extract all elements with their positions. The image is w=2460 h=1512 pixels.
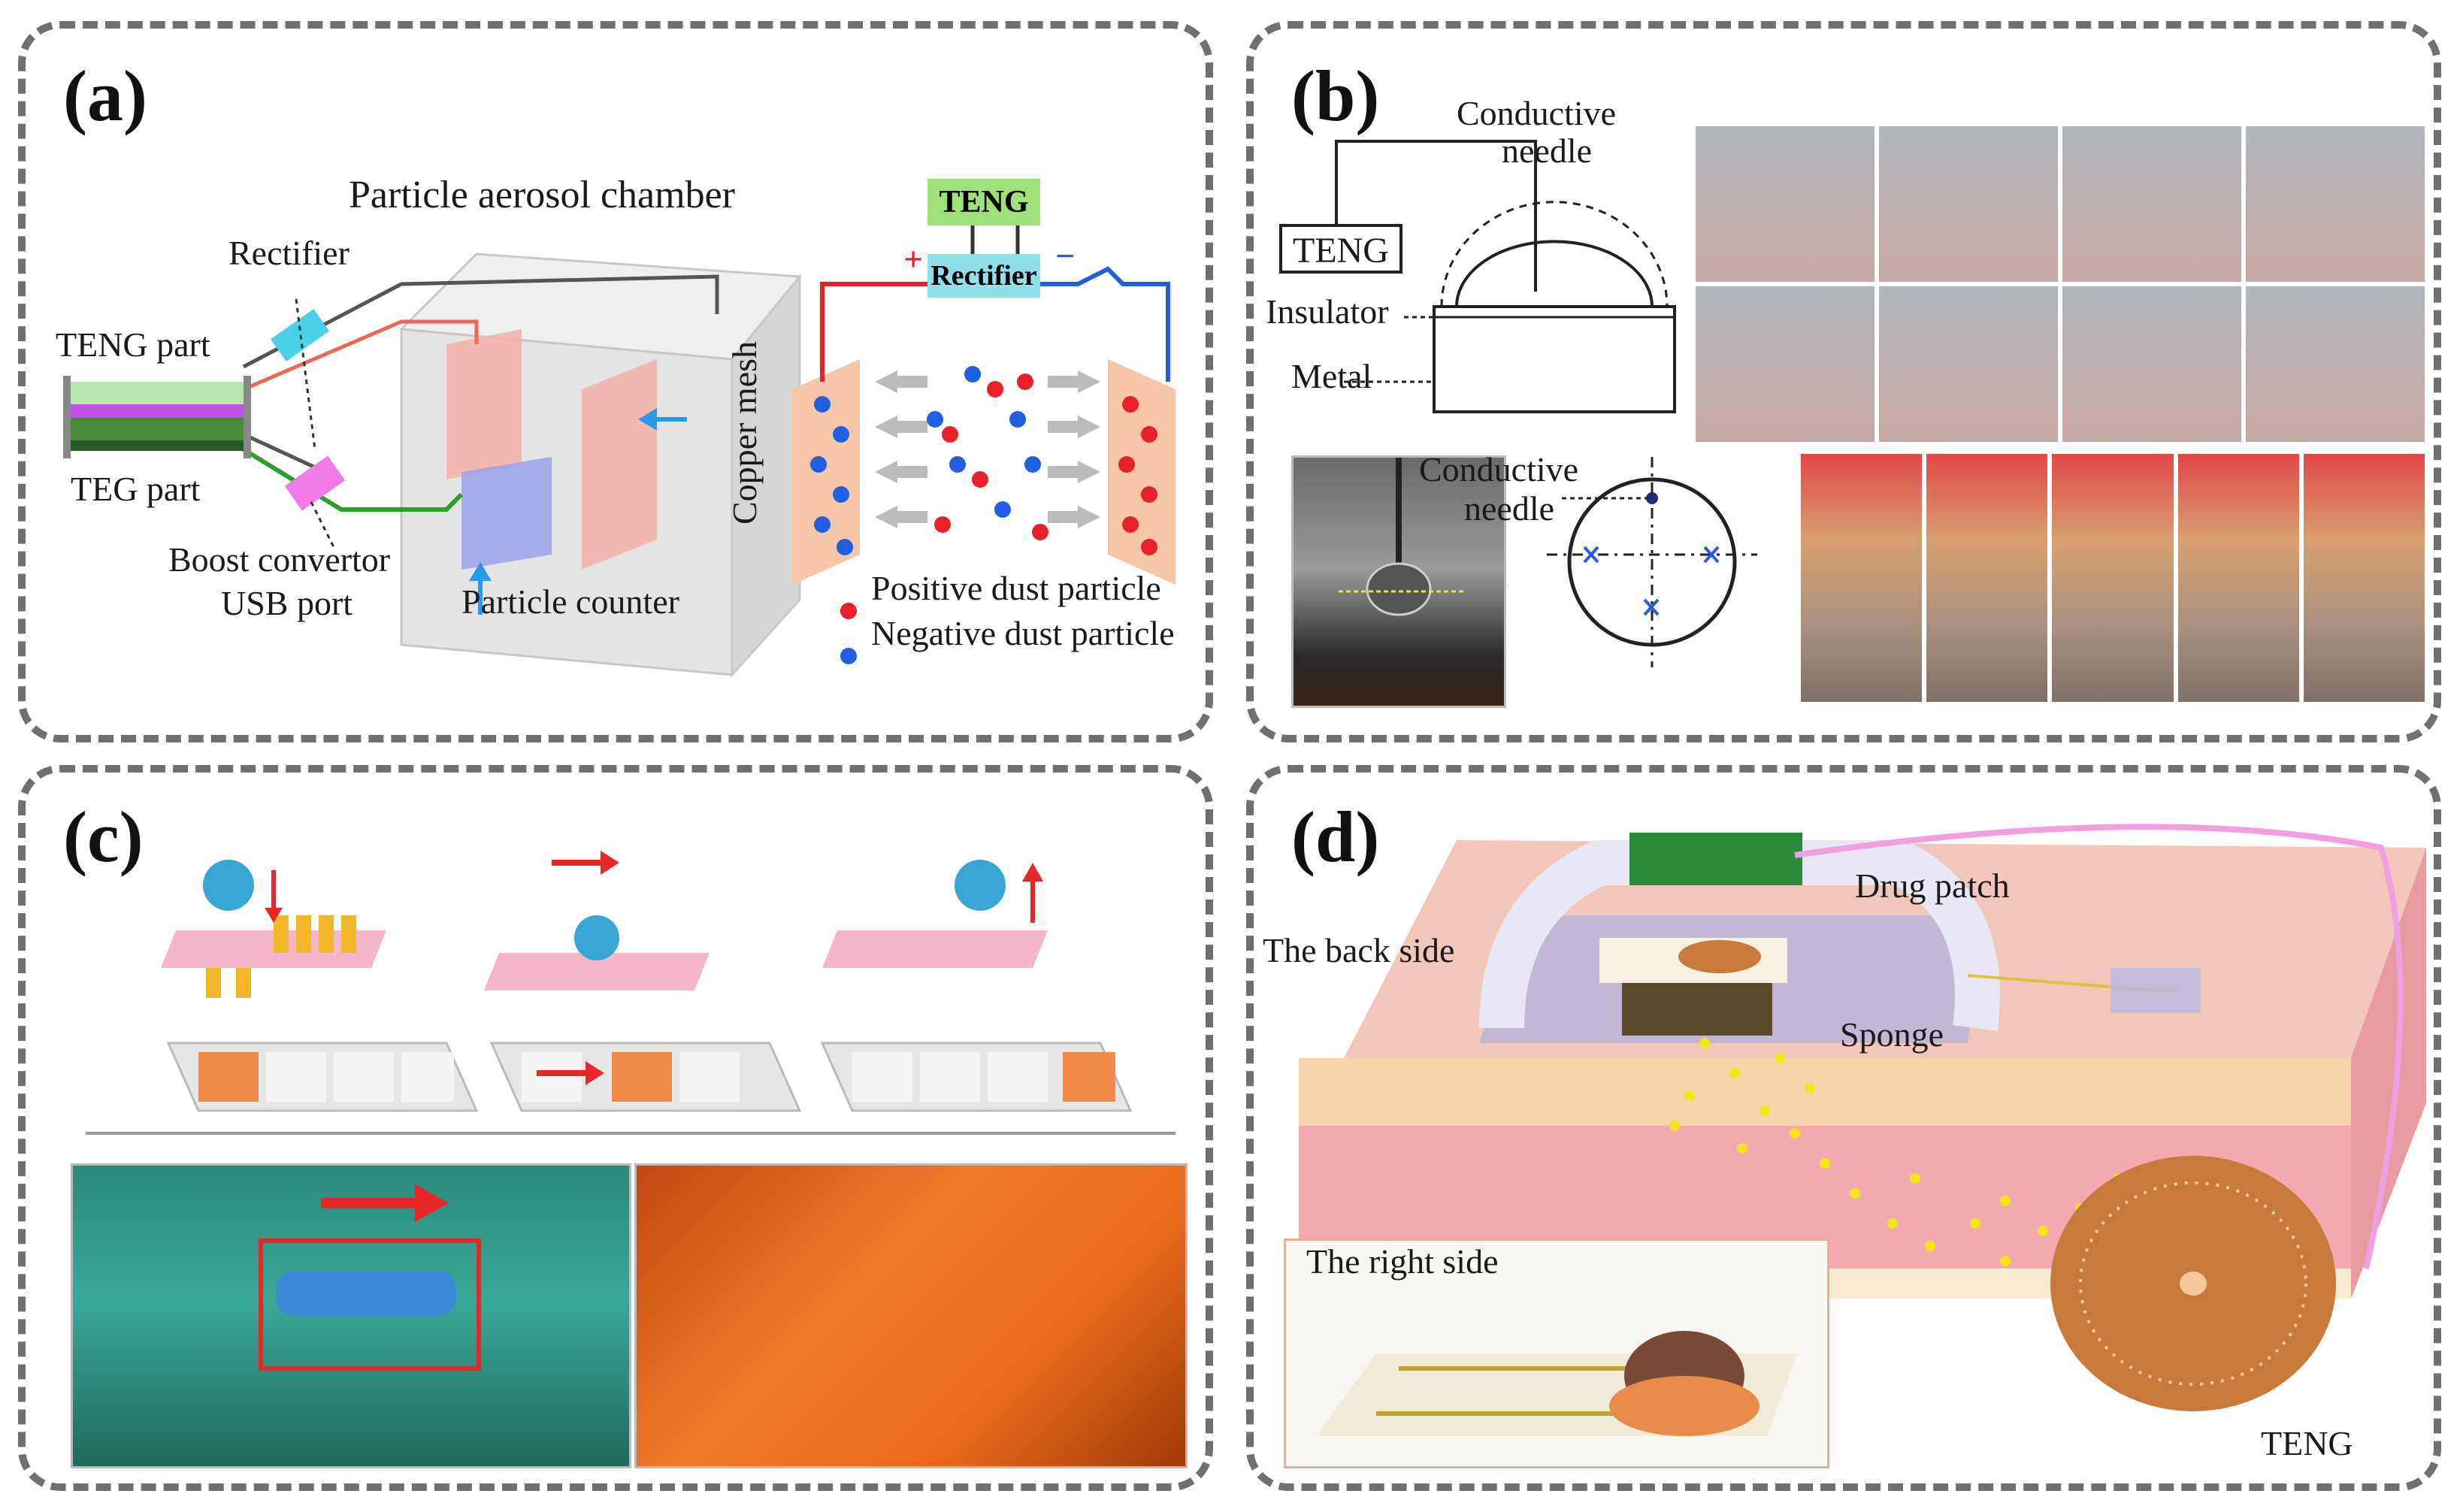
sequence-frame xyxy=(1696,126,1875,282)
sponge-label: Sponge xyxy=(1840,1015,1944,1054)
sequence-strip-bottom xyxy=(1801,454,2425,702)
boost-convertor-block xyxy=(284,455,346,511)
legend-negative: Negative dust particle xyxy=(871,614,1175,652)
copper-mesh-right xyxy=(582,359,657,570)
conductive-needle-label: Conductive xyxy=(1457,94,1617,132)
panel-a-label: (a) xyxy=(63,56,147,136)
electrode-negative xyxy=(792,359,860,585)
strip-frame xyxy=(1801,454,1923,702)
teng-part-label: TENG part xyxy=(56,325,210,364)
teng-label-d: TENG xyxy=(2261,1424,2353,1462)
droplet-photo xyxy=(1291,455,1506,708)
rectifier-label: Rectifier xyxy=(228,234,349,272)
panel-d: (d) xyxy=(1246,765,2441,1491)
teg-part-label: TEG part xyxy=(71,470,201,508)
panel-c-label: (c) xyxy=(63,797,144,877)
circuit-photo xyxy=(634,1163,1188,1468)
needle-label: needle xyxy=(1502,132,1593,170)
sequence-frame xyxy=(2246,286,2425,442)
strip-frame xyxy=(1926,454,2048,702)
metal-label: Metal xyxy=(1291,357,1372,395)
panel-d-label: (d) xyxy=(1291,797,1380,877)
teng-box: TENG xyxy=(927,179,1040,225)
copper-mesh-left xyxy=(446,329,522,479)
sequence-grid-top xyxy=(1696,126,2425,442)
sequence-frame xyxy=(1696,286,1875,442)
sequence-frame xyxy=(1879,126,2058,282)
resistor-photo xyxy=(71,1163,631,1468)
teng-label-b: TENG xyxy=(1293,231,1389,271)
metal-block xyxy=(1433,305,1676,413)
panel-b-label: (b) xyxy=(1291,56,1380,136)
right-side-inset xyxy=(1284,1238,1829,1468)
copper-mesh-label: Copper mesh xyxy=(725,340,764,525)
sequence-frame xyxy=(2246,126,2425,282)
strip-frame xyxy=(2177,454,2299,702)
needle-label-2: needle xyxy=(1464,489,1555,528)
panel-a: (a) xyxy=(18,21,1213,742)
back-side-label: The back side xyxy=(1263,931,1455,969)
pcb-board xyxy=(1629,833,1802,885)
plus-sign: + xyxy=(903,240,924,278)
panel-b-schematic xyxy=(1279,140,1757,667)
legend-positive: Positive dust particle xyxy=(871,569,1161,607)
insulator-label: Insulator xyxy=(1266,292,1389,331)
particle-counter-box xyxy=(461,457,552,570)
usb-port-label: USB port xyxy=(221,584,353,622)
panel-a-diagram xyxy=(63,216,1176,678)
electrode-positive xyxy=(1108,359,1176,585)
panel-c: (c) xyxy=(18,765,1213,1491)
rectifier-box: Rectifier xyxy=(927,254,1040,298)
strip-frame xyxy=(2303,454,2425,702)
sequence-frame xyxy=(2062,126,2241,282)
minus-sign: − xyxy=(1055,237,1076,275)
strip-frame xyxy=(2052,454,2174,702)
chamber-title: Particle aerosol chamber xyxy=(349,174,735,216)
right-side-label: The right side xyxy=(1306,1242,1499,1281)
sponge-block xyxy=(1622,975,1772,1036)
sequence-frame xyxy=(1879,286,2058,442)
particle-counter-label: Particle counter xyxy=(461,582,679,621)
panel-c-diagram xyxy=(86,851,1176,1135)
teng-box-b xyxy=(1279,224,1402,274)
conductive-needle-label-2: Conductive xyxy=(1419,450,1579,488)
drug-patch-label: Drug patch xyxy=(1855,866,2010,905)
panel-b: (b) xyxy=(1246,21,2441,742)
sequence-frame xyxy=(2062,286,2241,442)
boost-convertor-label: Boost convertor xyxy=(168,540,391,579)
